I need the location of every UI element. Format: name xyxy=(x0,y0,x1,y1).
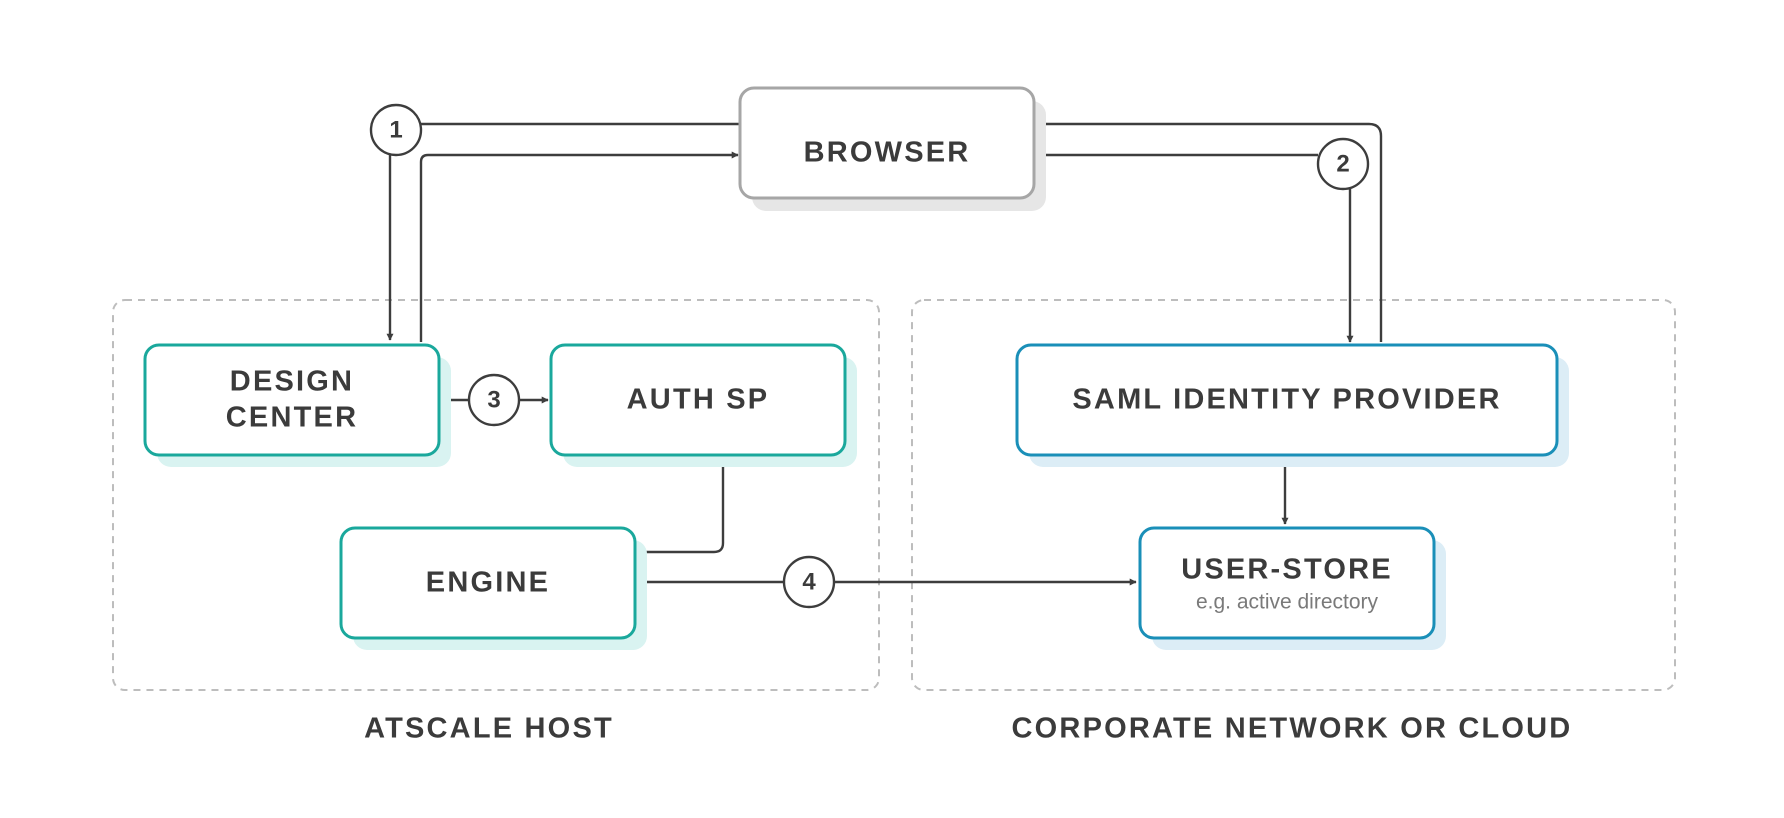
step-2-label: 2 xyxy=(1336,150,1349,177)
engine-node: ENGINE xyxy=(339,526,647,650)
engine-label: ENGINE xyxy=(426,567,550,599)
atscale-host-label: ATSCALE HOST xyxy=(364,713,614,745)
step-1-badge: 1 xyxy=(369,103,423,157)
step-3-label: 3 xyxy=(487,386,500,413)
corporate-network-group xyxy=(911,299,1676,691)
browser-label: BROWSER xyxy=(804,137,971,169)
step-2-badge: 2 xyxy=(1316,137,1370,191)
design-center-label-line2: CENTER xyxy=(226,402,358,434)
step-4-badge: 4 xyxy=(782,555,836,609)
user-store-node: USER-STORE e.g. active directory xyxy=(1138,526,1446,650)
user-store-sublabel: e.g. active directory xyxy=(1196,591,1379,614)
corporate-network-label: CORPORATE NETWORK OR CLOUD xyxy=(1012,713,1573,745)
auth-sp-node: AUTH SP xyxy=(549,343,857,467)
design-center-node: DESIGN CENTER xyxy=(143,343,451,467)
browser-node: BROWSER xyxy=(738,86,1046,211)
design-center-label-line1: DESIGN xyxy=(230,366,354,398)
step-3-badge: 3 xyxy=(467,373,521,427)
saml-identity-provider-node: SAML IDENTITY PROVIDER xyxy=(1015,343,1569,467)
step-4-label: 4 xyxy=(802,568,816,595)
auth-sp-label: AUTH SP xyxy=(627,384,770,416)
user-store-label: USER-STORE xyxy=(1181,554,1393,586)
atscale-host-group xyxy=(112,299,880,691)
connectors xyxy=(386,120,1383,586)
saml-identity-provider-label: SAML IDENTITY PROVIDER xyxy=(1072,384,1501,416)
step-1-label: 1 xyxy=(389,116,402,143)
